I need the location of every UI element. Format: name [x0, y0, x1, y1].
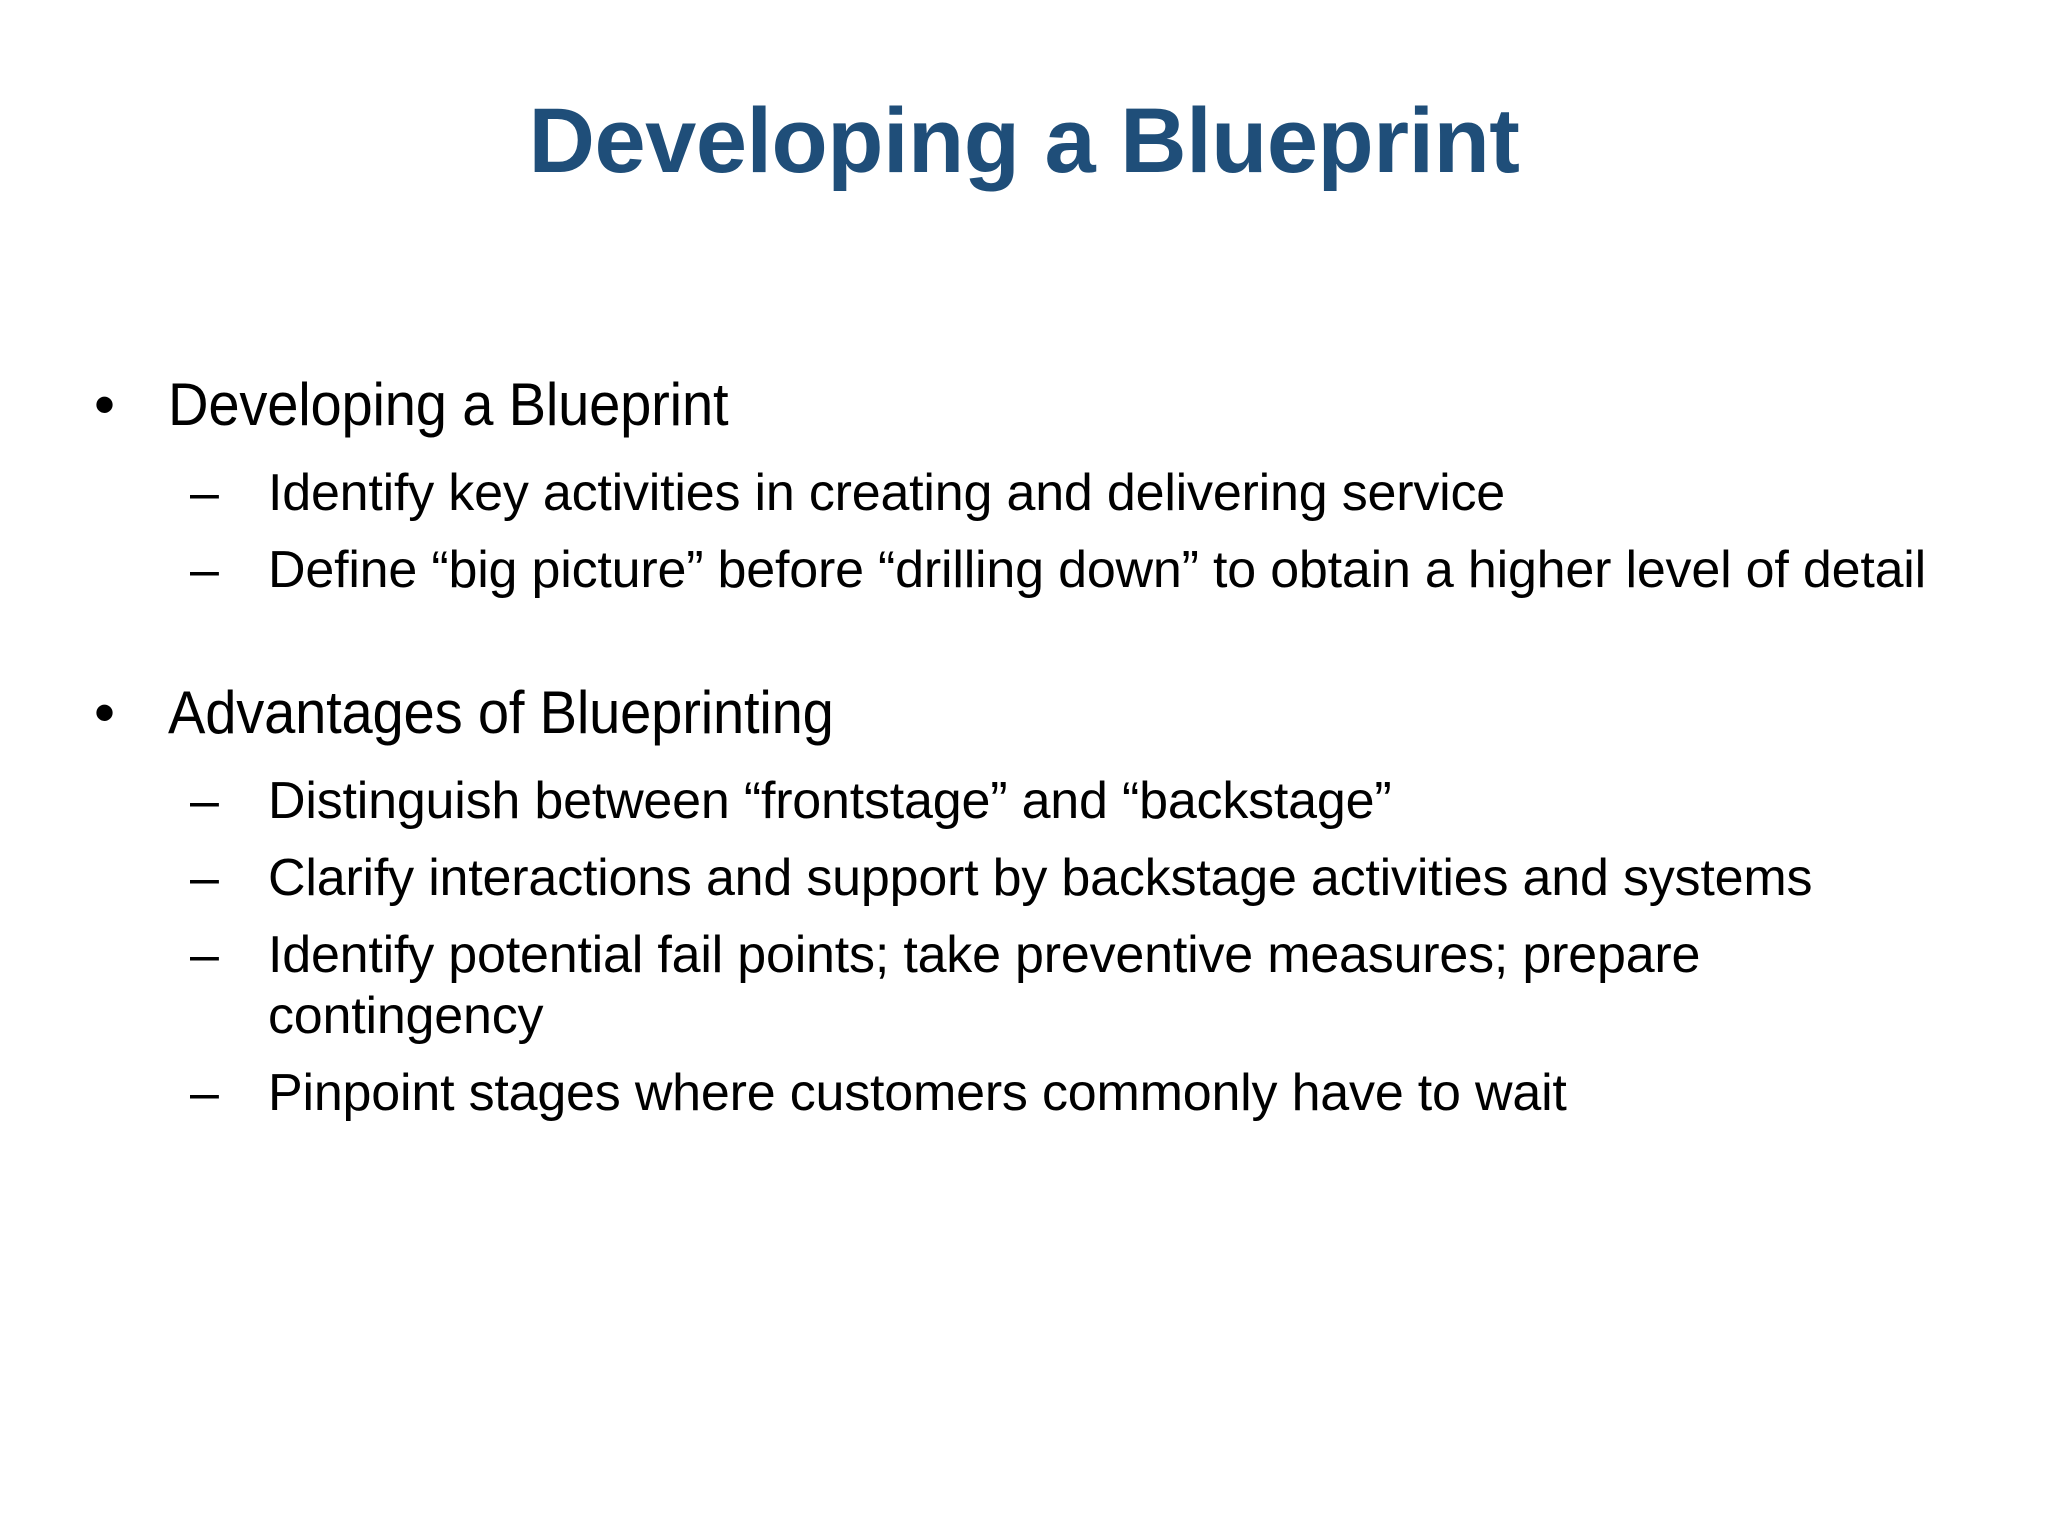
level2-bullet-label: Identify potential fail points; take pre…: [268, 925, 1701, 1045]
slide-body: • Developing a Blueprint – Identify key …: [72, 370, 2002, 1123]
level2-bullet-label: Clarify interactions and support by back…: [268, 849, 1813, 908]
page-title: Developing a Blueprint: [528, 90, 1520, 192]
level2-bullet-item: – Pinpoint stages where customers common…: [72, 1063, 2002, 1124]
level2-bullet-label: Distinguish between “frontstage” and “ba…: [268, 772, 1392, 831]
bullet-dash-icon: –: [190, 463, 219, 522]
bullet-dash-icon: –: [190, 1063, 219, 1122]
level2-bullet-item: – Identify key activities in creating an…: [72, 463, 2002, 524]
level2-bullet-item: – Clarify interactions and support by ba…: [72, 848, 2002, 909]
bullet-group: • Developing a Blueprint – Identify key …: [72, 370, 2002, 600]
level2-bullet-list: – Identify key activities in creating an…: [72, 463, 2002, 601]
level2-bullet-label: Pinpoint stages where customers commonly…: [268, 1063, 1567, 1122]
level2-bullet-item: – Distinguish between “frontstage” and “…: [72, 771, 2002, 832]
level2-bullet-label: Identify key activities in creating and …: [268, 463, 1506, 522]
bullet-dot-icon: •: [94, 679, 115, 747]
level1-bullet-item: • Advantages of Blueprinting: [72, 678, 2002, 749]
bullet-dash-icon: –: [190, 849, 219, 908]
bullet-dash-icon: –: [190, 925, 219, 984]
level2-bullet-item: – Identify potential fail points; take p…: [72, 925, 2002, 1047]
level1-bullet-label: Developing a Blueprint: [168, 371, 729, 438]
bullet-dot-icon: •: [94, 371, 115, 438]
level1-bullet-item: • Developing a Blueprint: [72, 370, 2002, 441]
level2-bullet-list: – Distinguish between “frontstage” and “…: [72, 771, 2002, 1123]
level1-bullet-label: Advantages of Blueprinting: [168, 679, 834, 747]
level2-bullet-item: – Define “big picture” before “drilling …: [72, 540, 2002, 601]
bullet-group: • Advantages of Blueprinting – Distingui…: [72, 678, 2002, 1123]
level2-bullet-label: Define “big picture” before “drilling do…: [268, 540, 1926, 599]
bullet-dash-icon: –: [190, 540, 219, 599]
bullet-dash-icon: –: [190, 772, 219, 831]
